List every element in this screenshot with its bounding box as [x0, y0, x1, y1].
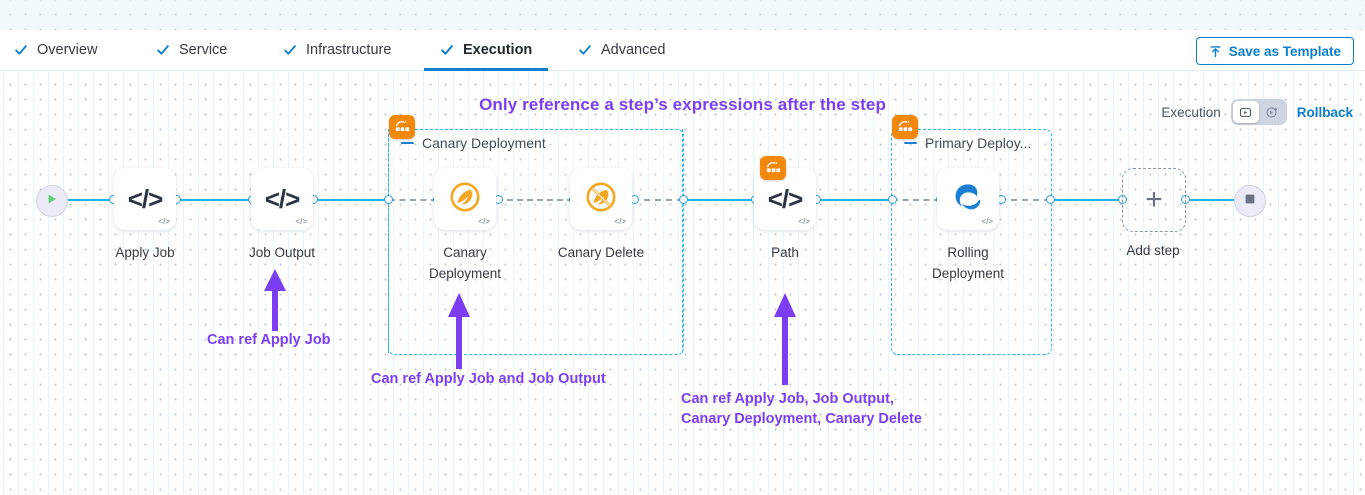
group-title-label: Canary Deployment: [422, 135, 546, 151]
node-canary-delete[interactable]: </>: [570, 168, 632, 230]
add-step-label: Add step: [1126, 243, 1180, 258]
check-icon: [283, 43, 297, 57]
execution-mode-toggle[interactable]: [1230, 99, 1287, 125]
connector-joboutput-group: [313, 199, 389, 201]
stage-tab-bar: Overview Service Infrastructure Executio…: [0, 30, 1365, 71]
primary-group-badge-step-group-icon[interactable]: [892, 115, 918, 139]
pipeline-end-node[interactable]: [1234, 185, 1266, 217]
upload-icon: [1209, 45, 1222, 58]
connector-group-canary: [389, 199, 437, 201]
plus-icon: +: [1145, 183, 1163, 216]
connector-dot: [679, 195, 688, 204]
hint-title: Only reference a step’s expressions afte…: [479, 95, 886, 114]
stop-square-icon: [1244, 192, 1256, 210]
code-mini-icon: </>: [981, 217, 993, 226]
tab-execution[interactable]: Execution: [423, 30, 549, 71]
add-step-button[interactable]: +: [1122, 168, 1186, 232]
group-title-label: Primary Deploy...: [925, 135, 1032, 151]
rollback-rotate-icon[interactable]: [1259, 101, 1285, 123]
annotation-arrow-3-up-arrow-icon: [771, 293, 799, 390]
collapse-dash-icon[interactable]: [904, 141, 917, 145]
tab-advanced[interactable]: Advanced: [578, 30, 666, 70]
execution-play-icon[interactable]: [1232, 101, 1259, 123]
code-shell-icon: </>: [127, 183, 164, 214]
tab-infrastructure[interactable]: Infrastructure: [283, 30, 391, 70]
connector-apply-joboutput: [176, 199, 252, 201]
node-canary-deployment[interactable]: </>: [434, 168, 496, 230]
save-as-template-label: Save as Template: [1228, 43, 1341, 59]
canary-group-badge-step-group-icon[interactable]: [389, 115, 415, 139]
tab-label: Overview: [37, 42, 98, 58]
path-step-group-icon[interactable]: [760, 156, 786, 180]
group-right-edge: [682, 129, 683, 353]
code-shell-icon: </>: [264, 183, 301, 214]
connector-addstep-end: [1185, 199, 1243, 201]
annotation-arrow-1-up-arrow-icon: [261, 269, 289, 336]
start-play-icon: [45, 192, 59, 211]
check-icon: [156, 43, 170, 57]
group-title-row[interactable]: Primary Deploy...: [904, 129, 1031, 157]
check-icon: [578, 43, 592, 57]
code-shell-icon: </>: [767, 183, 804, 214]
connector-path-primarygroup: [816, 199, 892, 201]
node-label-rolling-deployment: Rolling Deployment: [931, 245, 1005, 281]
canary-delete-icon: [584, 180, 618, 219]
rollback-link[interactable]: Rollback: [1296, 104, 1353, 120]
group-title-row[interactable]: Canary Deployment: [401, 129, 546, 157]
execution-label: Execution: [1161, 104, 1221, 120]
connector-start-apply: [66, 199, 114, 201]
node-label-job-output: Job Output: [248, 245, 316, 260]
primary-deployment-group[interactable]: Primary Deploy...: [891, 129, 1052, 355]
code-mini-icon: </>: [614, 217, 626, 226]
pipeline-start-node[interactable]: [36, 185, 68, 217]
node-job-output[interactable]: </> </>: [251, 168, 313, 230]
connector-dot: [888, 195, 897, 204]
connector-group-addstep: [1050, 199, 1122, 201]
connector-primarygroup-rolling: [892, 199, 940, 201]
annotation-text-1: Can ref Apply Job: [207, 332, 331, 348]
tab-label: Execution: [463, 42, 533, 58]
node-label-path: Path: [771, 245, 799, 260]
save-as-template-button[interactable]: Save as Template: [1195, 37, 1354, 65]
tab-overview[interactable]: Overview: [14, 30, 97, 70]
pipeline-canvas[interactable]: Only reference a step’s expressions afte…: [0, 71, 1365, 495]
canary-bird-icon: [448, 180, 482, 219]
node-label-apply-job: Apply Job: [115, 245, 175, 260]
annotation-arrow-2-up-arrow-icon: [445, 293, 473, 374]
group-left-edge: [388, 129, 389, 353]
top-dotted-strip: [0, 0, 1365, 30]
code-mini-icon: </>: [295, 217, 307, 226]
annotation-text-3: Can ref Apply Job, Job Output, Canary De…: [681, 391, 922, 427]
tab-label: Infrastructure: [306, 42, 392, 58]
canary-deployment-group[interactable]: Canary Deployment: [388, 129, 684, 355]
connector-canarydelete-groupout: [633, 199, 683, 201]
tab-service[interactable]: Service: [156, 30, 227, 70]
annotation-text-2: Can ref Apply Job and Job Output: [371, 371, 606, 387]
node-label-canary-delete: Canary Delete: [557, 245, 645, 260]
node-rolling-deployment[interactable]: </>: [937, 168, 999, 230]
check-icon: [14, 43, 28, 57]
connector-canary-canarydelete: [497, 199, 573, 201]
code-mini-icon: </>: [158, 217, 170, 226]
node-label-canary-deployment: Canary Deployment: [428, 245, 502, 281]
connector-dot: [384, 195, 393, 204]
execution-rollback-toggle-row: Execution Rollback: [1161, 99, 1353, 125]
code-mini-icon: </>: [798, 217, 810, 226]
connector-dot: [1046, 195, 1055, 204]
check-icon: [440, 43, 454, 57]
tab-label: Service: [179, 42, 228, 58]
tab-label: Advanced: [601, 42, 666, 58]
connector-rolling-groupout: [1000, 199, 1050, 201]
rolling-edge-icon: [952, 181, 984, 218]
code-mini-icon: </>: [478, 217, 490, 226]
connector-group-path: [683, 199, 755, 201]
node-apply-job[interactable]: </> </>: [114, 168, 176, 230]
collapse-dash-icon[interactable]: [401, 141, 414, 145]
